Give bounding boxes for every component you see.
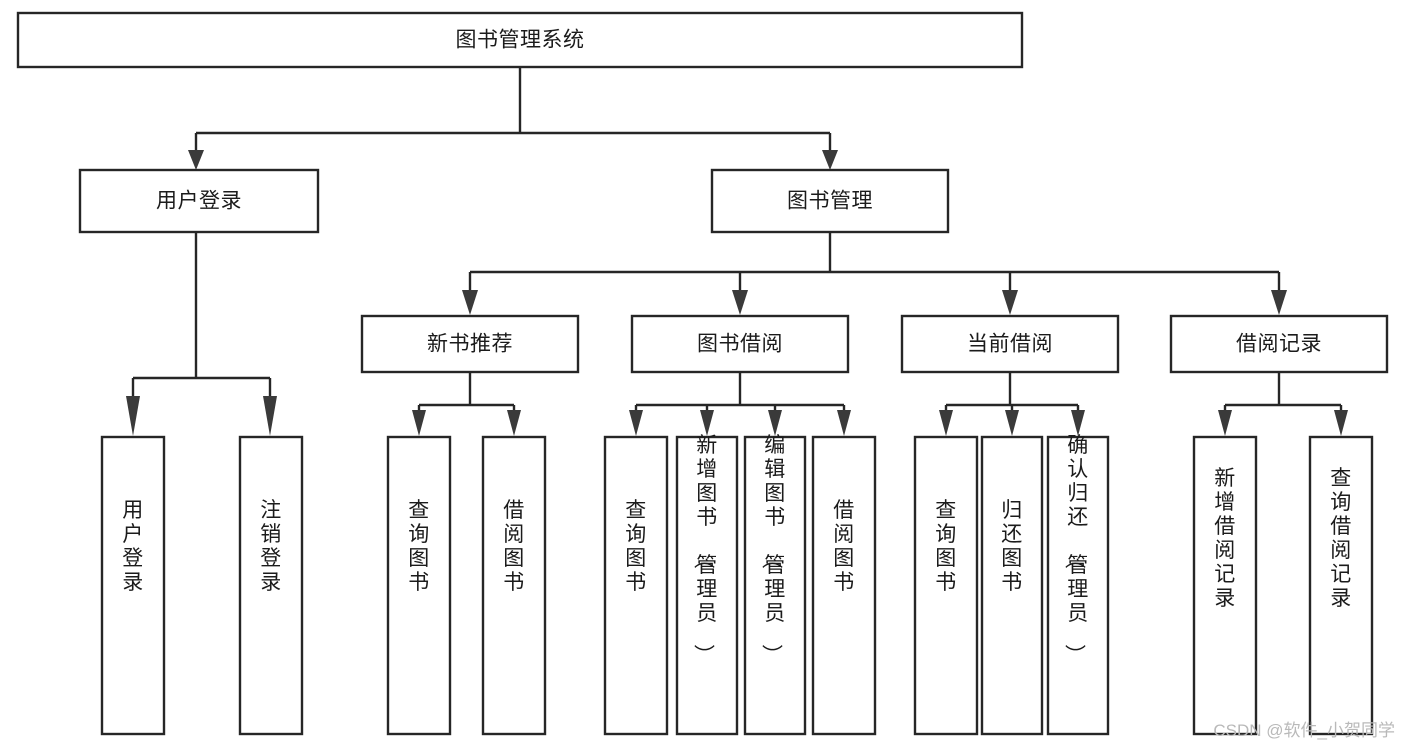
node-leaf-borrow-book-1-label: 借阅图书 [503,499,525,594]
arrow-leaf-query-book-2 [629,410,643,436]
node-borrow-record-box[interactable] [1169,314,1389,374]
node-leaf-user-login[interactable]: 用户登录 [100,435,166,736]
arrow-to-user-login [188,150,204,170]
node-leaf-add-book-box[interactable] [675,435,739,736]
arrow-leaf-borrow-book-2 [837,410,851,436]
node-leaf-borrow-book-1-box[interactable] [481,435,547,736]
node-leaf-query-book-1-box[interactable] [386,435,452,736]
node-user-login[interactable]: 用户登录 [78,168,320,234]
node-leaf-logout-login[interactable]: 注销登录 [238,435,304,736]
arrow-leaf-confirm-return [1071,410,1085,436]
node-leaf-borrow-book-1[interactable]: 借阅图书 [481,435,547,736]
arrow-leaf-add-borrow-record [1218,410,1232,436]
node-leaf-add-borrow-record[interactable]: 新增借阅记录 [1192,435,1258,736]
node-leaf-confirm-return-label: 确认归还（管理员） [1062,434,1089,666]
node-user-login-box[interactable] [78,168,320,234]
node-leaf-edit-book-box[interactable] [743,435,807,736]
node-leaf-user-login-box[interactable] [100,435,166,736]
node-root-box[interactable] [16,11,1024,69]
arrow-to-new-book-recommend [462,290,478,315]
node-leaf-return-book[interactable]: 归还图书 [980,435,1044,736]
node-leaf-confirm-return[interactable]: 确认归还（管理员） [1046,434,1110,736]
node-new-book-recommend[interactable]: 新书推荐 [360,314,580,374]
arrow-leaf-return-book [1005,410,1019,436]
node-current-borrow-box[interactable] [900,314,1120,374]
node-book-borrow-label: 图书借阅 [697,333,783,356]
node-borrow-record[interactable]: 借阅记录 [1169,314,1389,374]
node-leaf-query-book-2-label: 查询图书 [625,499,647,594]
node-leaf-query-book-2-box[interactable] [603,435,669,736]
arrow-leaf-query-book-1 [412,410,426,436]
arrow-to-book-borrow [732,290,748,315]
node-leaf-add-book[interactable]: 新增图书（管理员） [675,434,739,736]
node-user-login-label: 用户登录 [156,190,242,213]
node-new-book-recommend-box[interactable] [360,314,580,374]
node-leaf-query-book-1[interactable]: 查询图书 [386,435,452,736]
node-leaf-add-book-label: 新增图书（管理员） [691,434,718,666]
connectors-layer [126,67,1348,436]
node-book-borrow[interactable]: 图书借阅 [630,314,850,374]
node-leaf-return-book-box[interactable] [980,435,1044,736]
node-leaf-query-borrow-record-label: 查询借阅记录 [1330,467,1352,610]
node-leaf-confirm-return-box[interactable] [1046,435,1110,736]
node-leaf-add-borrow-record-box[interactable] [1192,435,1258,736]
node-leaf-borrow-book-2[interactable]: 借阅图书 [811,435,877,736]
node-leaf-borrow-book-2-label: 借阅图书 [833,499,855,594]
node-leaf-edit-book[interactable]: 编辑图书（管理员） [743,434,807,736]
arrow-leaf-add-book [700,410,714,436]
node-leaf-query-book-3-label: 查询图书 [935,499,957,594]
node-book-manage[interactable]: 图书管理 [710,168,950,234]
node-leaf-borrow-book-2-box[interactable] [811,435,877,736]
arrow-to-book-manage [822,150,838,170]
node-leaf-logout-login-label: 注销登录 [260,499,282,594]
node-leaf-return-book-label: 归还图书 [1001,499,1023,594]
node-borrow-record-label: 借阅记录 [1236,333,1322,356]
node-leaf-logout-login-box[interactable] [238,435,304,736]
node-leaf-edit-book-label: 编辑图书（管理员） [759,434,786,666]
node-root[interactable]: 图书管理系统 [16,11,1024,69]
arrow-to-current-borrow [1002,290,1018,315]
node-leaf-add-borrow-record-label: 新增借阅记录 [1214,467,1236,610]
node-current-borrow-label: 当前借阅 [967,333,1053,356]
node-root-label: 图书管理系统 [456,29,585,52]
arrow-leaf-logout-login [263,396,277,436]
arrow-leaf-borrow-book-1 [507,410,521,436]
arrow-to-borrow-record [1271,290,1287,315]
node-current-borrow[interactable]: 当前借阅 [900,314,1120,374]
node-leaf-query-borrow-record[interactable]: 查询借阅记录 [1308,435,1374,736]
arrow-leaf-query-borrow-record [1334,410,1348,436]
node-leaf-query-book-2[interactable]: 查询图书 [603,435,669,736]
node-new-book-recommend-label: 新书推荐 [427,333,513,356]
node-leaf-user-login-label: 用户登录 [122,499,144,594]
node-leaf-query-book-3[interactable]: 查询图书 [913,435,979,736]
node-book-borrow-box[interactable] [630,314,850,374]
node-book-manage-label: 图书管理 [787,190,873,213]
arrow-leaf-query-book-3 [939,410,953,436]
arrow-leaf-user-login [126,396,140,436]
node-leaf-query-borrow-record-box[interactable] [1308,435,1374,736]
arrow-leaf-edit-book [768,410,782,436]
node-book-manage-box[interactable] [710,168,950,234]
node-leaf-query-book-3-box[interactable] [913,435,979,736]
node-leaf-query-book-1-label: 查询图书 [408,499,430,594]
